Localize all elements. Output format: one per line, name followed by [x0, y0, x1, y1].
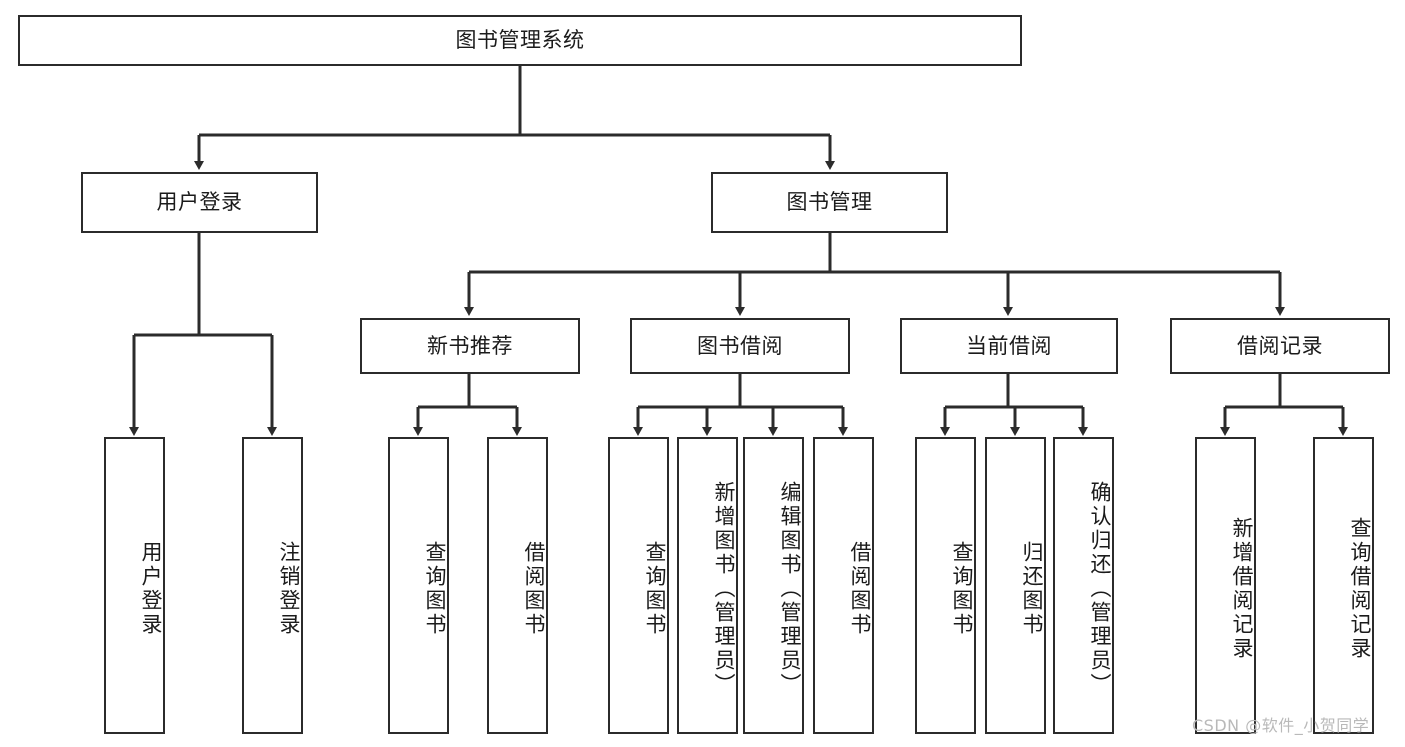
node-label: 借阅图书 — [848, 540, 872, 637]
leaf-current-borrow-confirm-return[interactable]: 确认归还（管理员） — [1053, 437, 1114, 734]
node-label: 用户登录 — [139, 540, 163, 637]
node-label: 借阅图书 — [522, 540, 546, 637]
node-label: 借阅记录 — [1237, 333, 1323, 358]
node-label: 注销登录 — [277, 540, 301, 637]
leaf-user-login-logout[interactable]: 注销登录 — [242, 437, 303, 734]
connector-group-borrow-record — [1220, 374, 1348, 436]
node-user-login[interactable]: 用户登录 — [81, 172, 318, 233]
node-label: 归还图书 — [1020, 540, 1044, 637]
node-label: 图书借阅 — [697, 333, 783, 358]
node-label: 新增借阅记录 — [1230, 516, 1254, 661]
node-label: 图书管理系统 — [455, 28, 585, 53]
node-label: 查询借阅记录 — [1348, 516, 1372, 661]
node-label: 当前借阅 — [966, 333, 1052, 358]
leaf-book-borrow-borrow[interactable]: 借阅图书 — [813, 437, 874, 734]
leaf-current-borrow-return[interactable]: 归还图书 — [985, 437, 1046, 734]
node-book-borrow[interactable]: 图书借阅 — [630, 318, 850, 374]
node-label: 用户登录 — [156, 190, 243, 215]
leaf-user-login-login[interactable]: 用户登录 — [104, 437, 165, 734]
node-label: 查询图书 — [950, 540, 974, 637]
node-label: 查询图书 — [423, 540, 447, 637]
connector-group-book-manage — [464, 233, 1285, 316]
connector-group-current-borrow — [940, 374, 1088, 436]
node-label: 新书推荐 — [427, 333, 513, 358]
leaf-borrow-record-query[interactable]: 查询借阅记录 — [1313, 437, 1374, 734]
node-label: 编辑图书（管理员） — [778, 480, 802, 697]
connector-group-new-book — [413, 374, 522, 436]
node-root-title[interactable]: 图书管理系统 — [18, 15, 1022, 66]
connector-group-book-borrow — [633, 374, 848, 436]
node-label: 查询图书 — [643, 540, 667, 637]
csdn-watermark: CSDN @软件_小贺同学 — [1192, 716, 1370, 735]
leaf-borrow-record-add[interactable]: 新增借阅记录 — [1195, 437, 1256, 734]
leaf-new-book-borrow[interactable]: 借阅图书 — [487, 437, 548, 734]
node-borrow-record[interactable]: 借阅记录 — [1170, 318, 1390, 374]
leaf-book-borrow-add[interactable]: 新增图书（管理员） — [677, 437, 738, 734]
leaf-book-borrow-edit[interactable]: 编辑图书（管理员） — [743, 437, 804, 734]
leaf-current-borrow-query[interactable]: 查询图书 — [915, 437, 976, 734]
node-new-book-recommend[interactable]: 新书推荐 — [360, 318, 580, 374]
node-book-management[interactable]: 图书管理 — [711, 172, 948, 233]
leaf-new-book-query[interactable]: 查询图书 — [388, 437, 449, 734]
leaf-book-borrow-query[interactable]: 查询图书 — [608, 437, 669, 734]
node-label: 新增图书（管理员） — [712, 480, 736, 697]
connector-group-user-login — [129, 233, 277, 436]
node-current-borrow[interactable]: 当前借阅 — [900, 318, 1118, 374]
connector-group-root — [194, 66, 835, 170]
node-label: 确认归还（管理员） — [1088, 480, 1112, 697]
node-label: 图书管理 — [786, 190, 873, 215]
